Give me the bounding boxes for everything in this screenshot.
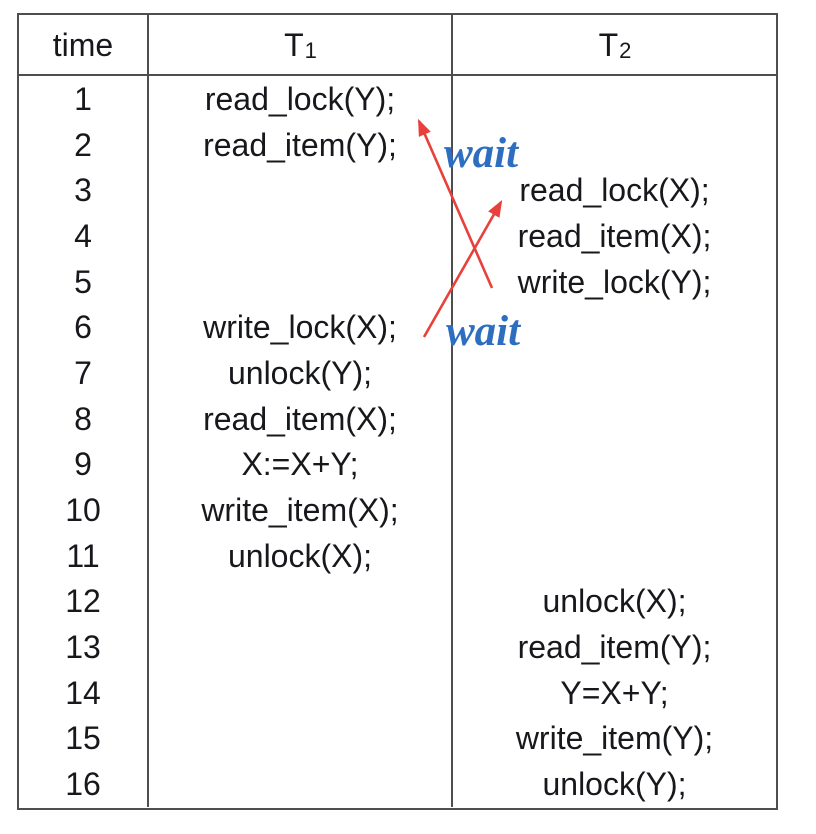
wait-annotation-t1: wait: [446, 308, 521, 355]
t2-operation: read_item(X);: [517, 217, 712, 254]
time-cell: 13: [19, 624, 149, 670]
t2-operation: read_lock(X);: [519, 172, 710, 209]
time-cell: 7: [19, 350, 149, 396]
t1-operation: write_lock(X);: [149, 304, 453, 351]
t1-operation: [149, 715, 453, 762]
t2-operation: write_lock(Y);: [517, 263, 712, 300]
t2-operation: [453, 350, 776, 396]
t2-operation: [453, 396, 776, 442]
time-cell: 6: [19, 304, 149, 351]
t1-operation: [149, 624, 453, 670]
time-cell: 8: [19, 395, 149, 442]
t2-operation: [453, 76, 776, 122]
t1-operation: unlock(X);: [149, 532, 453, 579]
t2-operation: write_item(Y);: [515, 720, 714, 757]
t1-operation: write_item(X);: [149, 487, 453, 533]
t2-label: T: [598, 26, 619, 63]
t2-operation: read_item(Y);: [517, 629, 712, 666]
t2-operation: unlock(Y);: [542, 766, 687, 803]
t2-operation: [453, 442, 776, 488]
time-cell: 3: [19, 167, 149, 214]
t1-operation: [149, 258, 453, 305]
t1-operation: read_item(X);: [149, 395, 453, 442]
time-cell: 4: [19, 213, 149, 259]
time-cell: 12: [19, 578, 149, 625]
t1-operation: [149, 761, 453, 807]
t1-operation: [149, 213, 453, 259]
t1-operation: unlock(Y);: [149, 350, 453, 396]
t1-operation: X:=X+Y;: [149, 441, 453, 488]
t2-operation: Y=X+Y;: [560, 674, 669, 711]
wait-annotation-t2: wait: [444, 130, 519, 177]
time-cell: 14: [19, 669, 149, 716]
t1-operation: read_item(Y);: [149, 121, 453, 168]
time-cell: 2: [19, 121, 149, 168]
t1-label: T: [284, 26, 304, 63]
time-cell: 15: [19, 715, 149, 762]
t2-operation: unlock(X);: [542, 583, 687, 620]
t1-operation: [149, 578, 453, 625]
time-cell: 10: [19, 487, 149, 533]
t1-operation: [149, 669, 453, 716]
time-cell: 1: [19, 76, 149, 122]
header-time: time: [19, 15, 149, 76]
t1-operation: [149, 167, 453, 214]
time-cell: 16: [19, 761, 149, 807]
time-cell: 11: [19, 532, 149, 579]
time-cell: 9: [19, 441, 149, 488]
t2-operation: [453, 487, 776, 533]
time-cell: 5: [19, 258, 149, 305]
t1-operation: read_lock(Y);: [149, 76, 453, 122]
t2-operation: [453, 533, 776, 579]
